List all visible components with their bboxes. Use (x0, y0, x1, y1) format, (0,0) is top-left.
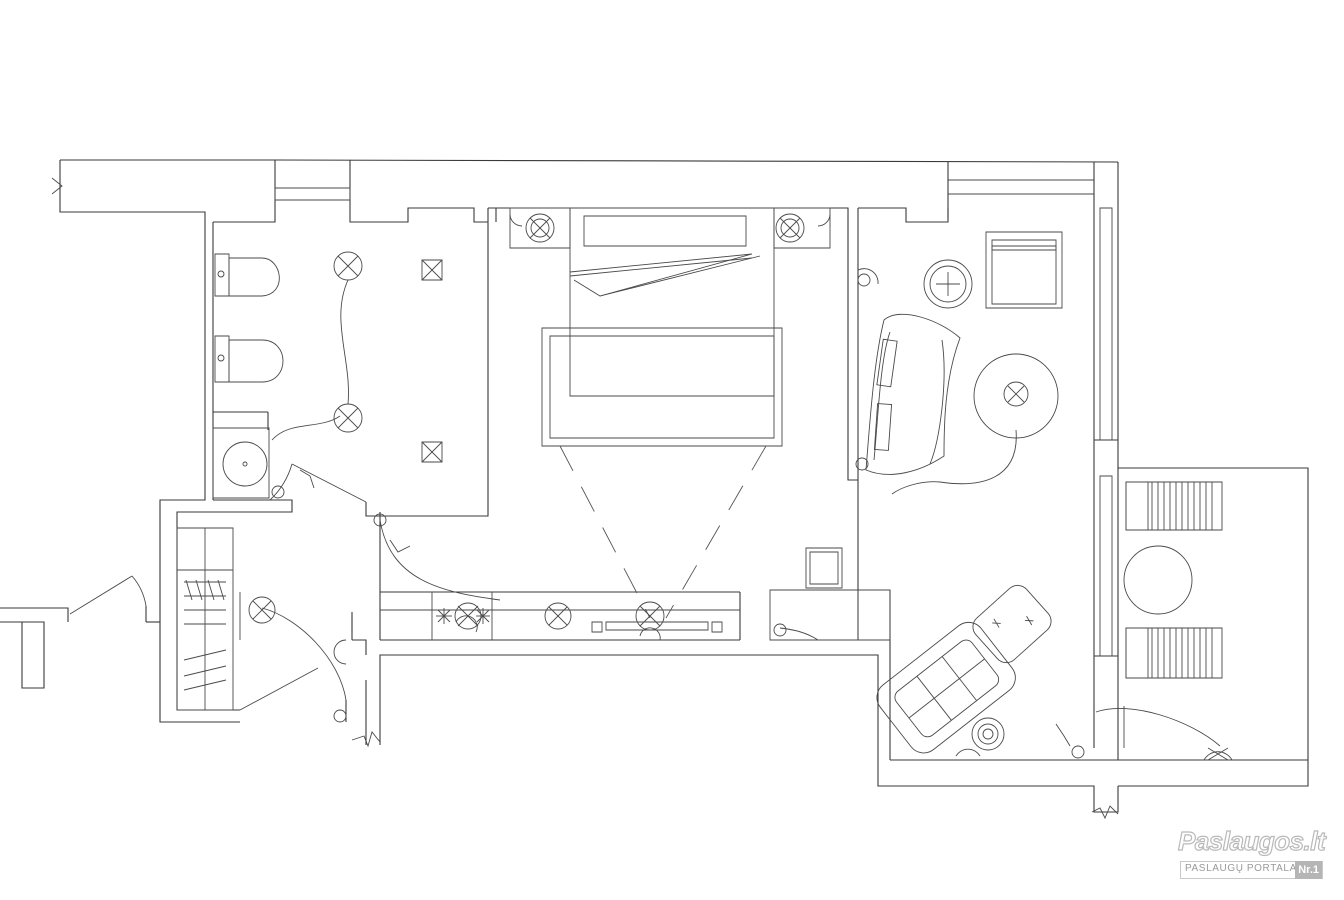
balcony-furniture (1124, 482, 1232, 760)
bathroom-fixtures (213, 252, 442, 498)
hall-fixtures (334, 514, 842, 722)
wardrobe (177, 528, 275, 710)
watermark-subtitle-box: PASLAUGŲ PORTALAS Nr.1 (1180, 861, 1323, 879)
watermark-title: Paslaugos.lt (1177, 825, 1326, 856)
watermark-logo: Paslaugos.lt PASLAUGŲ PORTALAS Nr.1 (1177, 825, 1326, 882)
doors (70, 464, 1220, 748)
living-room-furniture (856, 232, 1084, 759)
watermark-subtitle: PASLAUGŲ PORTALAS (1185, 863, 1305, 874)
walls (0, 160, 1308, 818)
watermark-badge: Nr.1 (1295, 861, 1322, 879)
bedroom-furniture (510, 208, 830, 632)
